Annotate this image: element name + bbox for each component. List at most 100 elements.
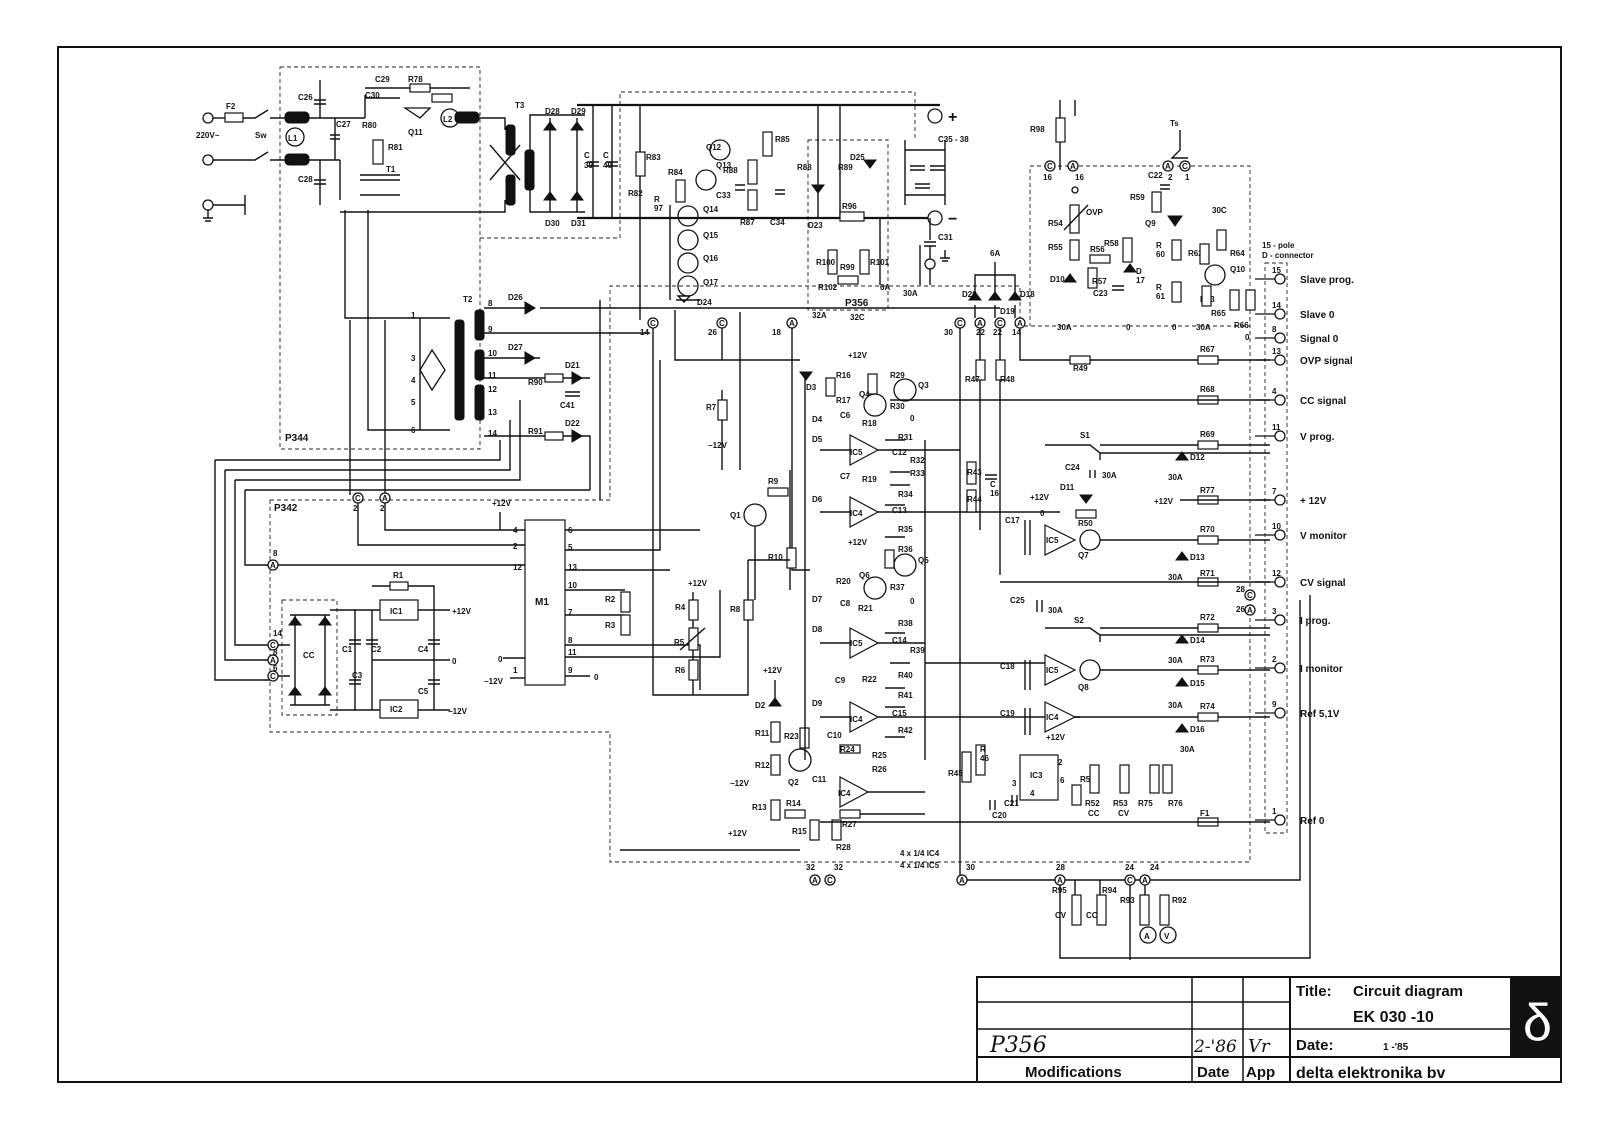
svg-text:IC1: IC1 [390,607,403,616]
svg-text:C30: C30 [365,91,380,100]
svg-text:R93: R93 [1120,896,1135,905]
svg-text:R64: R64 [1230,249,1245,258]
company-name: delta elektronika bv [1296,1065,1445,1082]
svg-text:CC: CC [1088,809,1100,818]
board-power-outline [480,91,916,239]
svg-text:C: C [990,480,996,489]
svg-text:C41: C41 [560,401,575,410]
svg-text:R52: R52 [1085,799,1100,808]
svg-text:R8: R8 [730,605,741,614]
svg-text:+12V: +12V [728,829,748,838]
svg-text:R47: R47 [965,375,980,384]
connector-signal-label: Slave 0 [1300,310,1335,321]
svg-text:6A: 6A [990,249,1000,258]
svg-text:8: 8 [273,549,278,558]
svg-text:R54: R54 [1048,219,1063,228]
svg-text:7: 7 [568,608,573,617]
connector-pin-number: 2 [1272,655,1277,664]
svg-text:C6: C6 [840,411,851,420]
date-header: Date [1197,1064,1230,1081]
svg-text:R25: R25 [872,751,887,760]
svg-text:C: C [997,319,1003,328]
svg-text:8: 8 [273,648,278,657]
svg-text:Q9: Q9 [1145,219,1156,228]
svg-text:1: 1 [411,311,416,320]
connector-pin-number: 14 [1272,301,1281,310]
svg-text:C24: C24 [1065,463,1080,472]
svg-text:4: 4 [1030,789,1035,798]
svg-text:Q12: Q12 [706,143,722,152]
svg-text:4 x 1/4 IC5: 4 x 1/4 IC5 [900,861,940,870]
svg-text:R75: R75 [1138,799,1153,808]
svg-text:39: 39 [584,161,593,170]
board-p342-label: P342 [274,503,298,514]
svg-text:46: 46 [980,754,989,763]
svg-text:Sw: Sw [255,131,267,140]
connector-pin-number: 7 [1272,487,1277,496]
svg-text:R68: R68 [1200,385,1215,394]
svg-text:8: 8 [488,299,493,308]
svg-text:R: R [1156,283,1162,292]
svg-text:A: A [1142,876,1148,885]
svg-text:R50: R50 [1078,519,1093,528]
svg-text:S2: S2 [1074,616,1084,625]
svg-text:R69: R69 [1200,430,1215,439]
svg-text:D12: D12 [1190,453,1205,462]
svg-text:R74: R74 [1200,702,1215,711]
svg-text:0: 0 [910,597,915,606]
svg-text:+12V: +12V [848,351,868,360]
svg-text:1: 1 [513,666,518,675]
svg-text:C: C [650,319,656,328]
svg-text:5: 5 [411,398,416,407]
svg-text:L2: L2 [443,115,453,124]
svg-text:R91: R91 [528,427,543,436]
svg-text:R29: R29 [890,371,905,380]
svg-text:C7: C7 [840,472,851,481]
svg-text:R87: R87 [740,218,755,227]
svg-text:D22: D22 [565,419,580,428]
svg-text:16: 16 [990,489,999,498]
svg-text:30A: 30A [1168,656,1183,665]
svg-text:R39: R39 [910,646,925,655]
svg-text:Q13: Q13 [716,161,732,170]
svg-text:R88: R88 [797,163,812,172]
connector-signal-label: I monitor [1300,664,1343,675]
svg-text:Q4: Q4 [859,390,870,399]
svg-text:R34: R34 [898,490,913,499]
svg-text:R76: R76 [1168,799,1183,808]
svg-text:C5: C5 [418,687,429,696]
svg-text:Ts: Ts [1170,119,1179,128]
svg-text:−12V: −12V [708,441,728,450]
svg-text:Q2: Q2 [788,778,799,787]
svg-text:R73: R73 [1200,655,1215,664]
svg-text:R81: R81 [388,143,403,152]
app-header: App [1246,1064,1275,1081]
svg-text:T1: T1 [386,165,396,174]
svg-text:32: 32 [834,863,843,872]
svg-text:D9: D9 [812,699,823,708]
connector-pin-number: 1 [1272,807,1277,816]
svg-text:C: C [1247,591,1253,600]
svg-text:2: 2 [380,504,385,513]
svg-text:R17: R17 [836,396,851,405]
svg-text:R6: R6 [675,666,686,675]
svg-text:Q1: Q1 [730,511,741,520]
svg-text:R49: R49 [1073,364,1088,373]
svg-text:32C: 32C [850,313,865,322]
svg-text:R58: R58 [1104,239,1119,248]
svg-text:+12V: +12V [848,538,868,547]
svg-text:R: R [1156,241,1162,250]
svg-text:R4: R4 [675,603,686,612]
connector-signal-label: I prog. [1300,616,1331,627]
svg-text:A: A [382,494,388,503]
svg-text:R43: R43 [967,468,982,477]
svg-text:R77: R77 [1200,486,1215,495]
svg-text:16: 16 [1043,173,1052,182]
svg-text:OVP: OVP [1086,208,1104,217]
svg-text:R19: R19 [862,475,877,484]
connector-pin-13 [1274,354,1286,366]
svg-text:R44: R44 [967,495,982,504]
svg-text:R71: R71 [1200,569,1215,578]
svg-text:C: C [1182,162,1188,171]
